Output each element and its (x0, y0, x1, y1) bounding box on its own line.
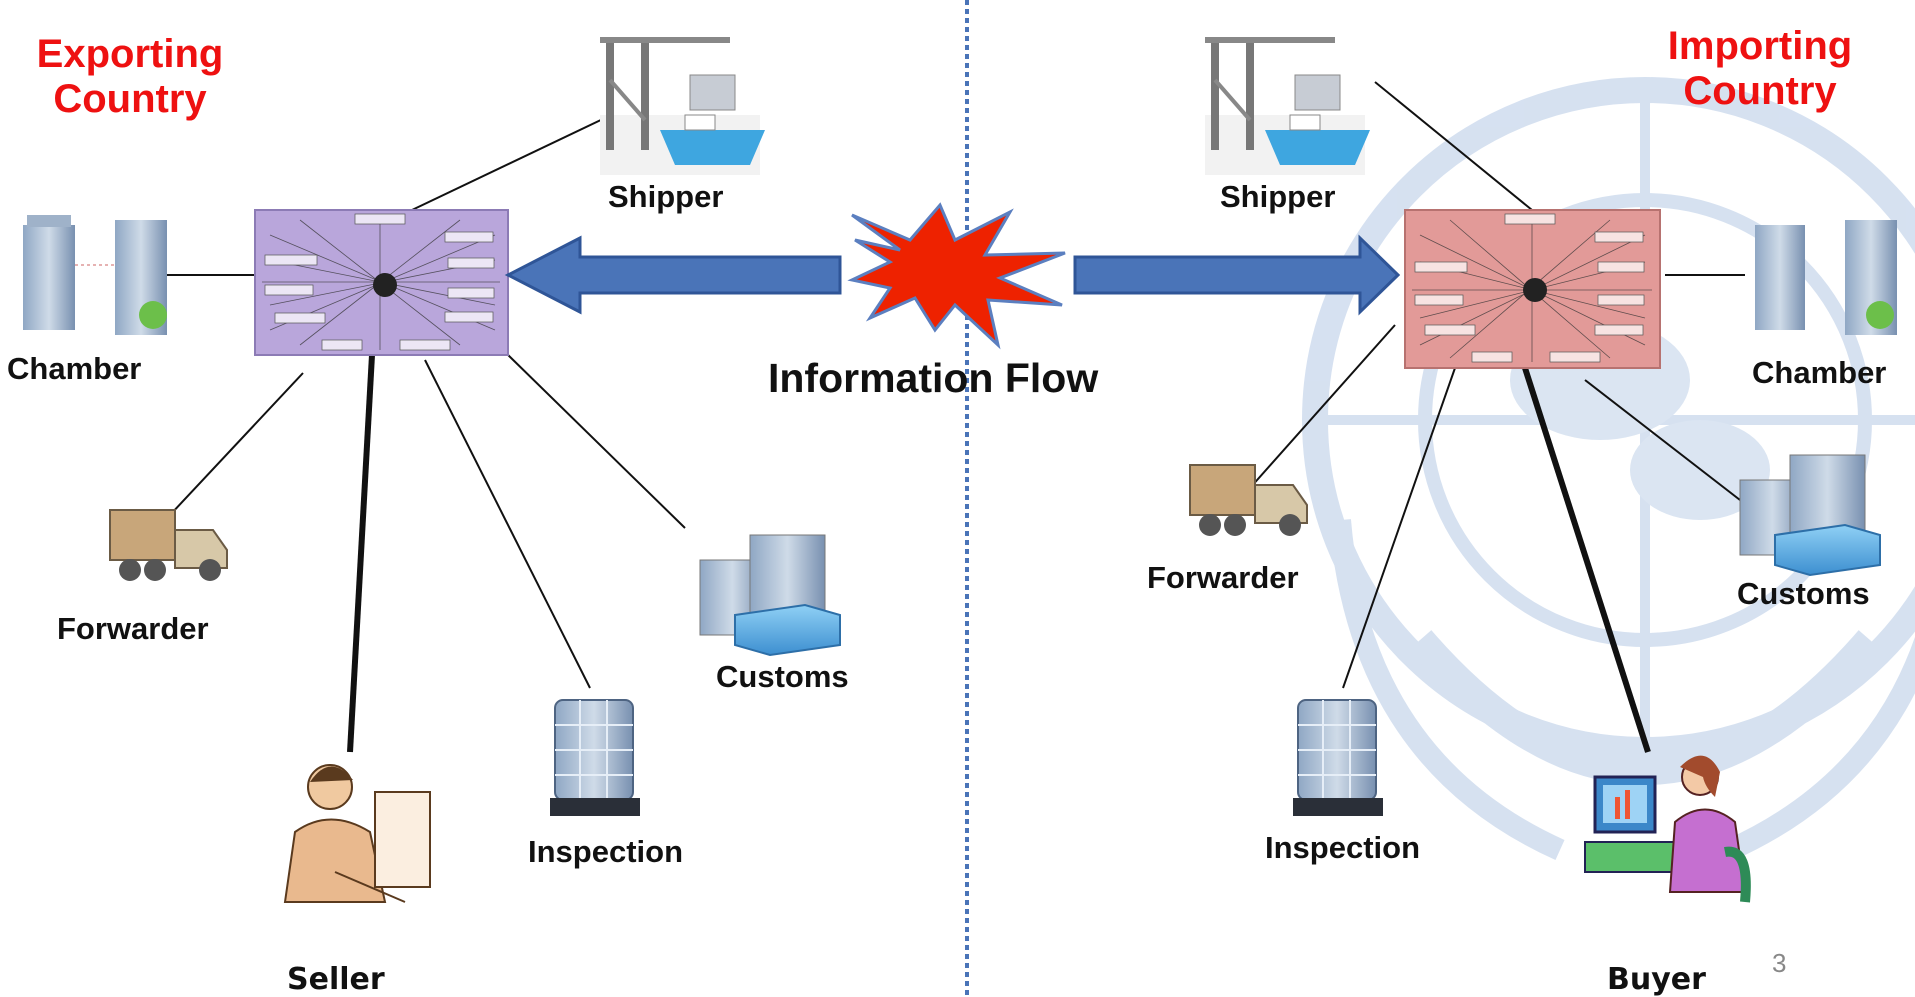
importing-country-title: Importing Country (1667, 24, 1853, 113)
right-customs-label: Customs (1737, 576, 1870, 611)
left-chamber-label: Chamber (7, 351, 142, 386)
right-forwarder-label: Forwarder (1147, 560, 1299, 595)
seller-label: Seller (287, 962, 385, 997)
left-forwarder-label: Forwarder (57, 611, 209, 646)
left-connectors (157, 117, 686, 753)
right-connectors (1249, 81, 1745, 753)
inspection-building-icon (550, 699, 640, 816)
forwarder-truck-icon-right (1189, 464, 1308, 536)
flow-arrow-right (1073, 234, 1401, 316)
buyer-label: Buyer (1607, 962, 1706, 997)
left-customs-label: Customs (716, 659, 849, 694)
customs-server-icon (699, 534, 841, 657)
left-shipper-label: Shipper (608, 179, 724, 214)
forwarder-truck-icon (109, 509, 228, 581)
right-chamber-label: Chamber (1752, 355, 1887, 390)
right-shipper-label: Shipper (1220, 179, 1336, 214)
chamber-building-icon (23, 215, 167, 335)
exporting-country-title: Exporting Country (36, 32, 224, 121)
buyer-person-icon (1584, 755, 1751, 903)
page-number: 3 (1772, 948, 1787, 978)
shipper-crane-icon (600, 37, 765, 175)
chamber-building-icon-right (1755, 220, 1897, 335)
conflict-burst (847, 202, 1066, 350)
seller-person-icon (283, 764, 431, 903)
shipper-crane-icon-right (1205, 37, 1370, 175)
importing-hub (1404, 209, 1661, 369)
left-inspection-label: Inspection (528, 834, 684, 869)
customs-server-icon-right (1739, 454, 1881, 577)
inspection-building-icon-right (1293, 699, 1383, 816)
right-inspection-label: Inspection (1265, 830, 1421, 865)
exporting-hub (254, 209, 509, 356)
flow-arrow-left (504, 235, 842, 315)
information-flow-label: Information Flow (768, 355, 1099, 401)
